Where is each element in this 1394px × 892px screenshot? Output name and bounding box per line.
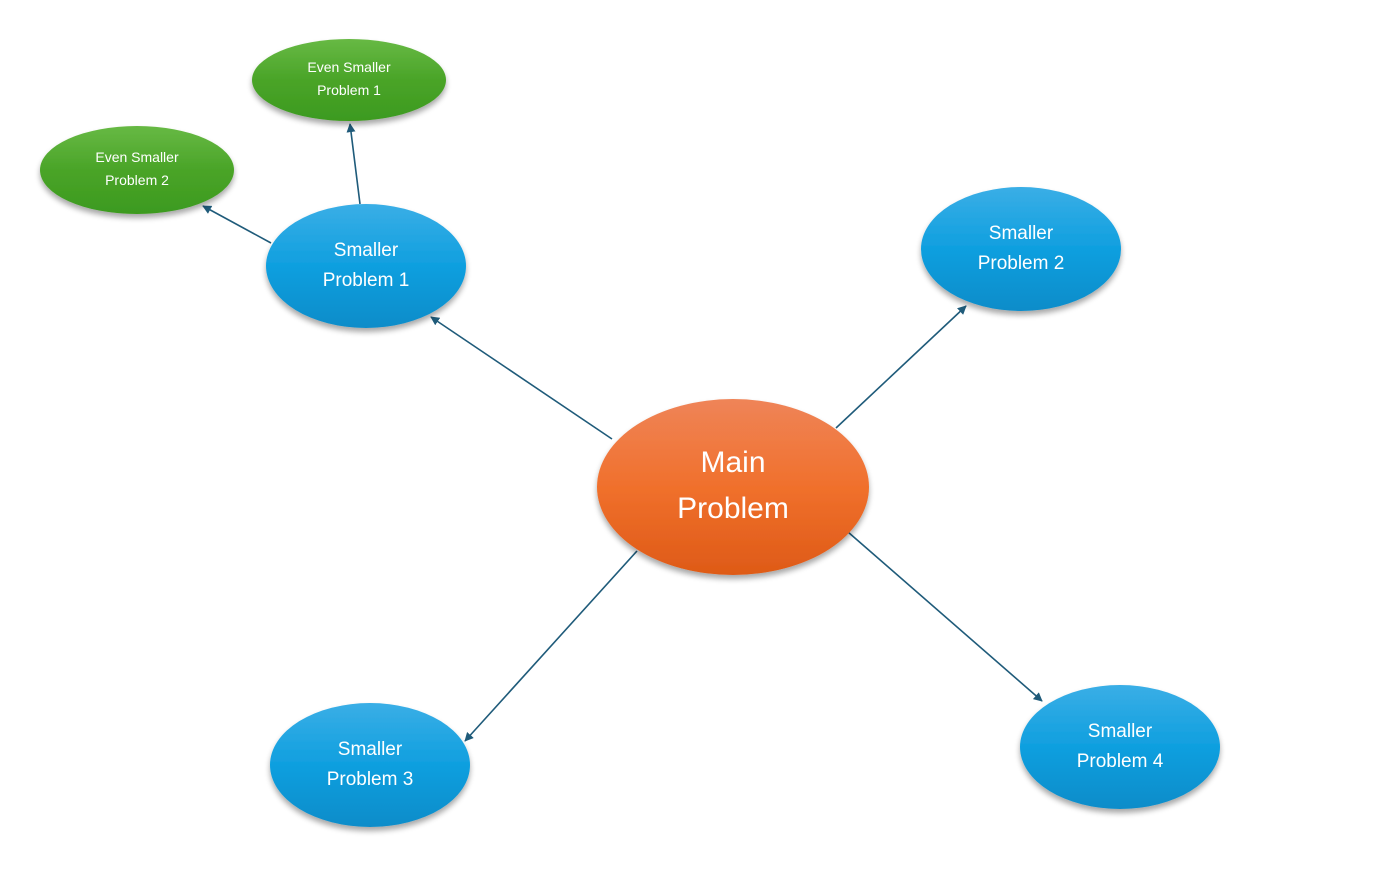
node-even-smaller-2-ellipse	[40, 126, 234, 214]
arrow-smaller-1-to-even-smaller-2	[202, 205, 272, 244]
node-smaller-3-ellipse	[270, 703, 470, 827]
node-main-label-line-1: Main	[700, 446, 765, 479]
node-main-label-line-2: Problem	[677, 492, 789, 525]
arrow-main-to-smaller-1	[430, 316, 613, 440]
node-smaller-4-label-line-2: Problem 4	[1077, 751, 1164, 772]
node-main-ellipse	[597, 399, 869, 575]
arrow-main-to-smaller-2	[835, 305, 967, 429]
node-even-smaller-1-ellipse	[252, 39, 446, 121]
node-smaller-4-ellipse	[1020, 685, 1220, 809]
arrow-main-to-smaller-3	[464, 550, 638, 742]
arrow-main-to-smaller-4	[847, 531, 1043, 702]
node-even-smaller-2-label-line-1: Even Smaller	[95, 149, 179, 165]
node-even-smaller-2-label-line-2: Problem 2	[105, 172, 169, 188]
node-smaller-1-label-line-2: Problem 1	[323, 270, 410, 291]
node-smaller-2-ellipse	[921, 187, 1121, 311]
node-smaller-4-label-line-1: Smaller	[1088, 721, 1153, 742]
connector-layer	[202, 123, 1043, 742]
node-smaller-3-label-line-2: Problem 3	[327, 769, 414, 790]
node-even-smaller-1-label-line-2: Problem 1	[317, 82, 381, 98]
node-even-smaller-1-label-line-1: Even Smaller	[307, 59, 391, 75]
node-smaller-3-label-line-1: Smaller	[338, 739, 403, 760]
node-smaller-1-label-line-1: Smaller	[334, 240, 399, 261]
node-smaller-1-ellipse	[266, 204, 466, 328]
node-smaller-2-label-line-1: Smaller	[989, 223, 1054, 244]
node-smaller-2-label-line-2: Problem 2	[978, 253, 1065, 274]
arrow-smaller-1-to-even-smaller-1	[346, 123, 361, 205]
